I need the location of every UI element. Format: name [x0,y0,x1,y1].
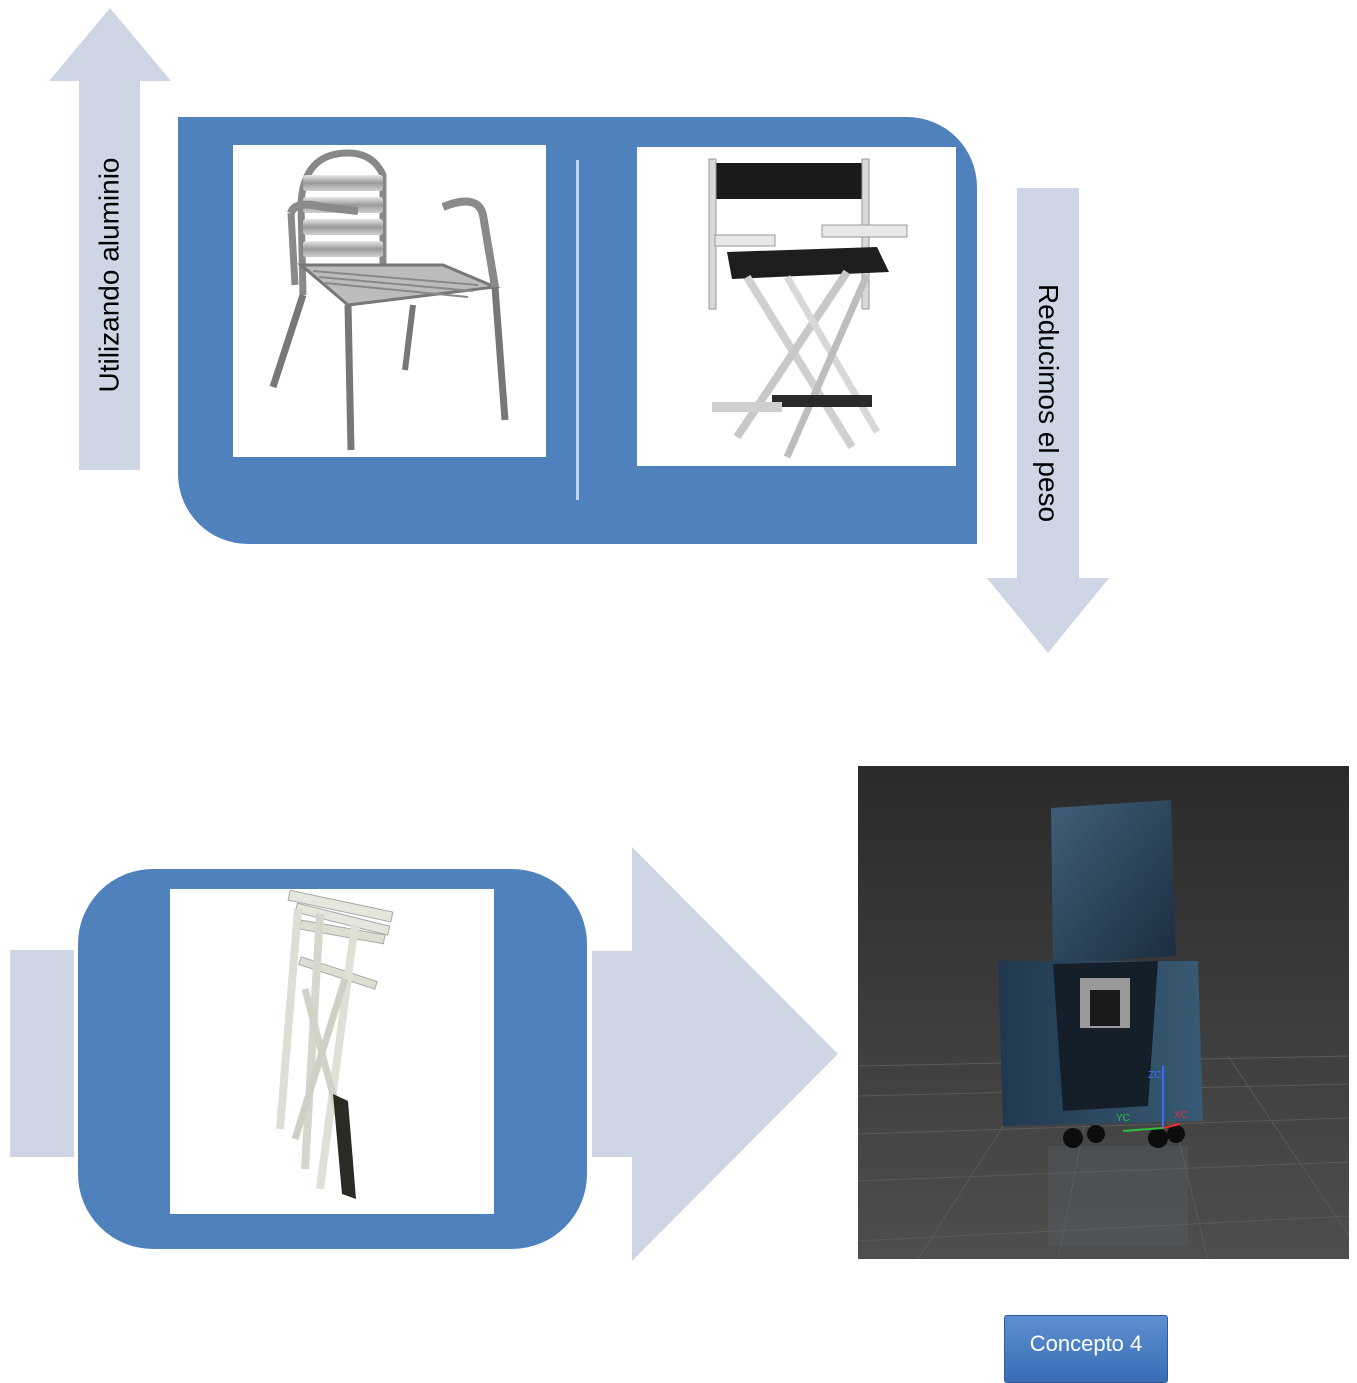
up-arrow-head [49,8,171,81]
down-arrow-label-wrap: Reducimos el peso [1017,188,1079,618]
down-arrow [1017,188,1079,578]
axis-x-label: XC [1174,1110,1188,1121]
down-arrow-label: Reducimos el peso [1033,283,1064,523]
director-chair-image [637,147,956,466]
up-arrow [79,80,140,470]
down-arrow-head [987,578,1109,653]
folded-chair-image [170,889,494,1214]
concept-render-image: ZC YC XC [858,766,1349,1259]
incoming-arrow-tail [10,950,74,1157]
aluminum-chair-image [233,145,546,457]
axis-z-label: ZC [1148,1070,1161,1081]
concept-button-label: Concepto 4 [1029,1331,1143,1356]
up-arrow-label-wrap: Utilizando aluminio [79,80,140,470]
top-panel-divider [576,160,579,500]
big-right-arrow [592,847,838,1261]
axis-y-label: YC [1116,1113,1130,1124]
up-arrow-label: Utilizando aluminio [93,157,125,393]
concept-4-button[interactable]: Concepto 4 [1004,1315,1168,1383]
